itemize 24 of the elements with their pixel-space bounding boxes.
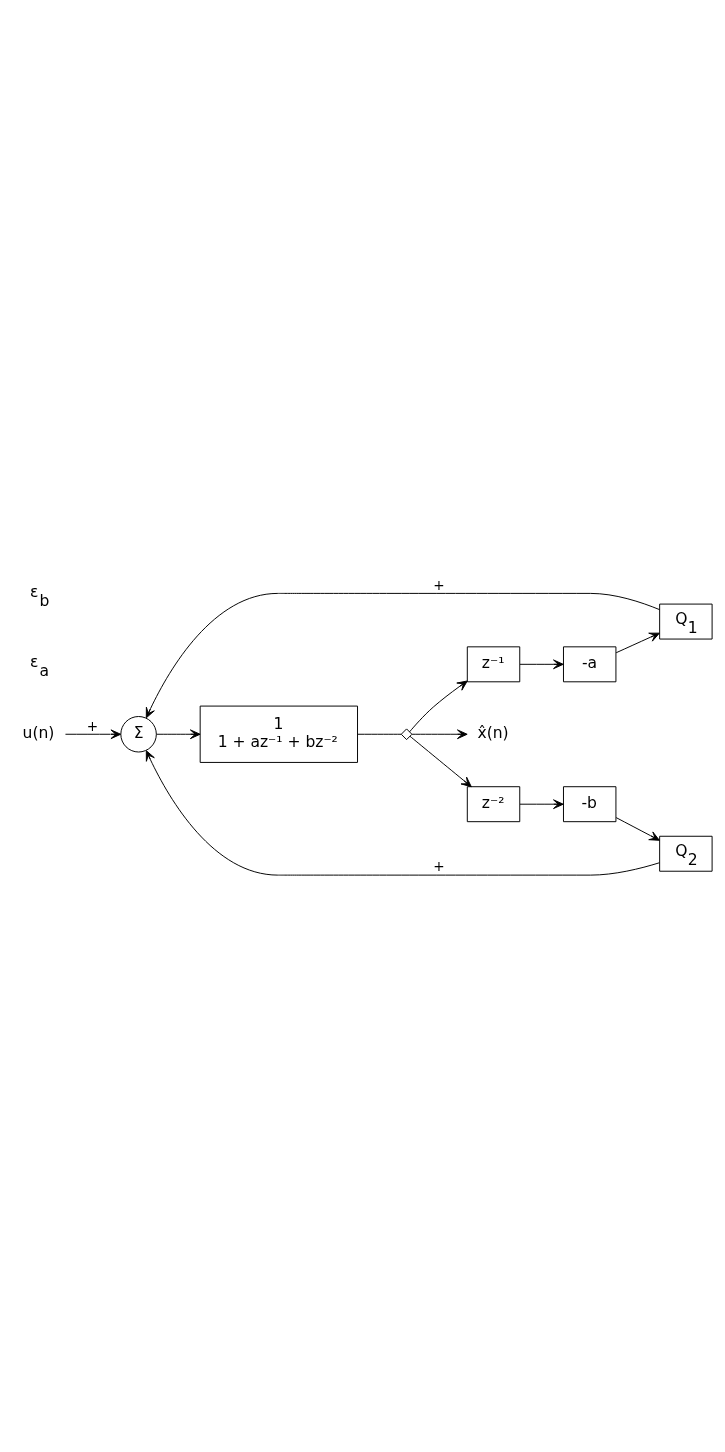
edge-label: + bbox=[433, 576, 445, 593]
arrow bbox=[411, 729, 468, 740]
node-text: x̂(n) bbox=[477, 723, 509, 742]
arrow bbox=[615, 632, 660, 654]
node-box: -a bbox=[563, 646, 617, 683]
connector bbox=[357, 733, 402, 735]
arrow bbox=[519, 799, 564, 810]
edge-label: + bbox=[433, 858, 445, 875]
node-diamond bbox=[400, 728, 413, 741]
node-circle: Σ bbox=[120, 716, 157, 753]
arrow bbox=[519, 659, 564, 670]
node-box: -b bbox=[563, 786, 617, 823]
node-box: z⁻² bbox=[466, 786, 521, 823]
node-box: z⁻¹ bbox=[466, 646, 521, 683]
arrow bbox=[64, 729, 122, 740]
arrow bbox=[145, 592, 660, 719]
node-box: 1 1 + az⁻¹ + bz⁻² bbox=[199, 705, 358, 763]
arrow bbox=[615, 817, 660, 841]
arrow bbox=[409, 735, 472, 788]
node-text: u(n) bbox=[22, 723, 55, 742]
arrow bbox=[145, 750, 660, 876]
arrow bbox=[409, 680, 468, 733]
edge-label: + bbox=[86, 717, 99, 734]
arrow bbox=[156, 729, 201, 740]
